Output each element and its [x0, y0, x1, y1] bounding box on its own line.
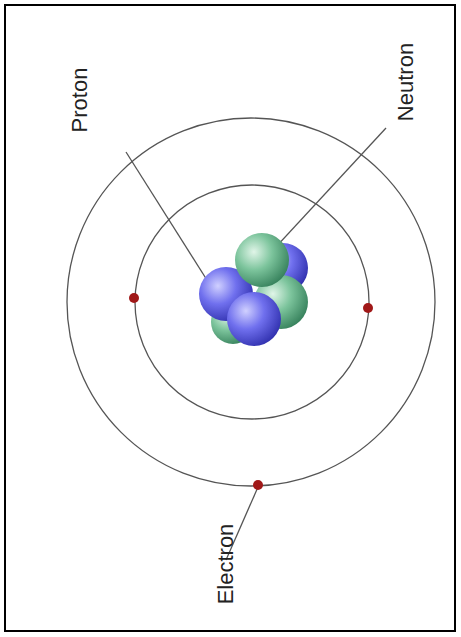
part-label: Electron [214, 521, 238, 608]
electron-dot [253, 480, 263, 490]
electron-dot [129, 293, 139, 303]
inner-shell [135, 185, 369, 419]
part-label: Proton [68, 65, 92, 136]
part-label: Neutron [394, 40, 418, 124]
frame [5, 5, 455, 631]
electron-dot [363, 303, 373, 313]
nucleus [199, 233, 308, 346]
leader-line [126, 152, 212, 288]
outer-shell [67, 118, 435, 486]
